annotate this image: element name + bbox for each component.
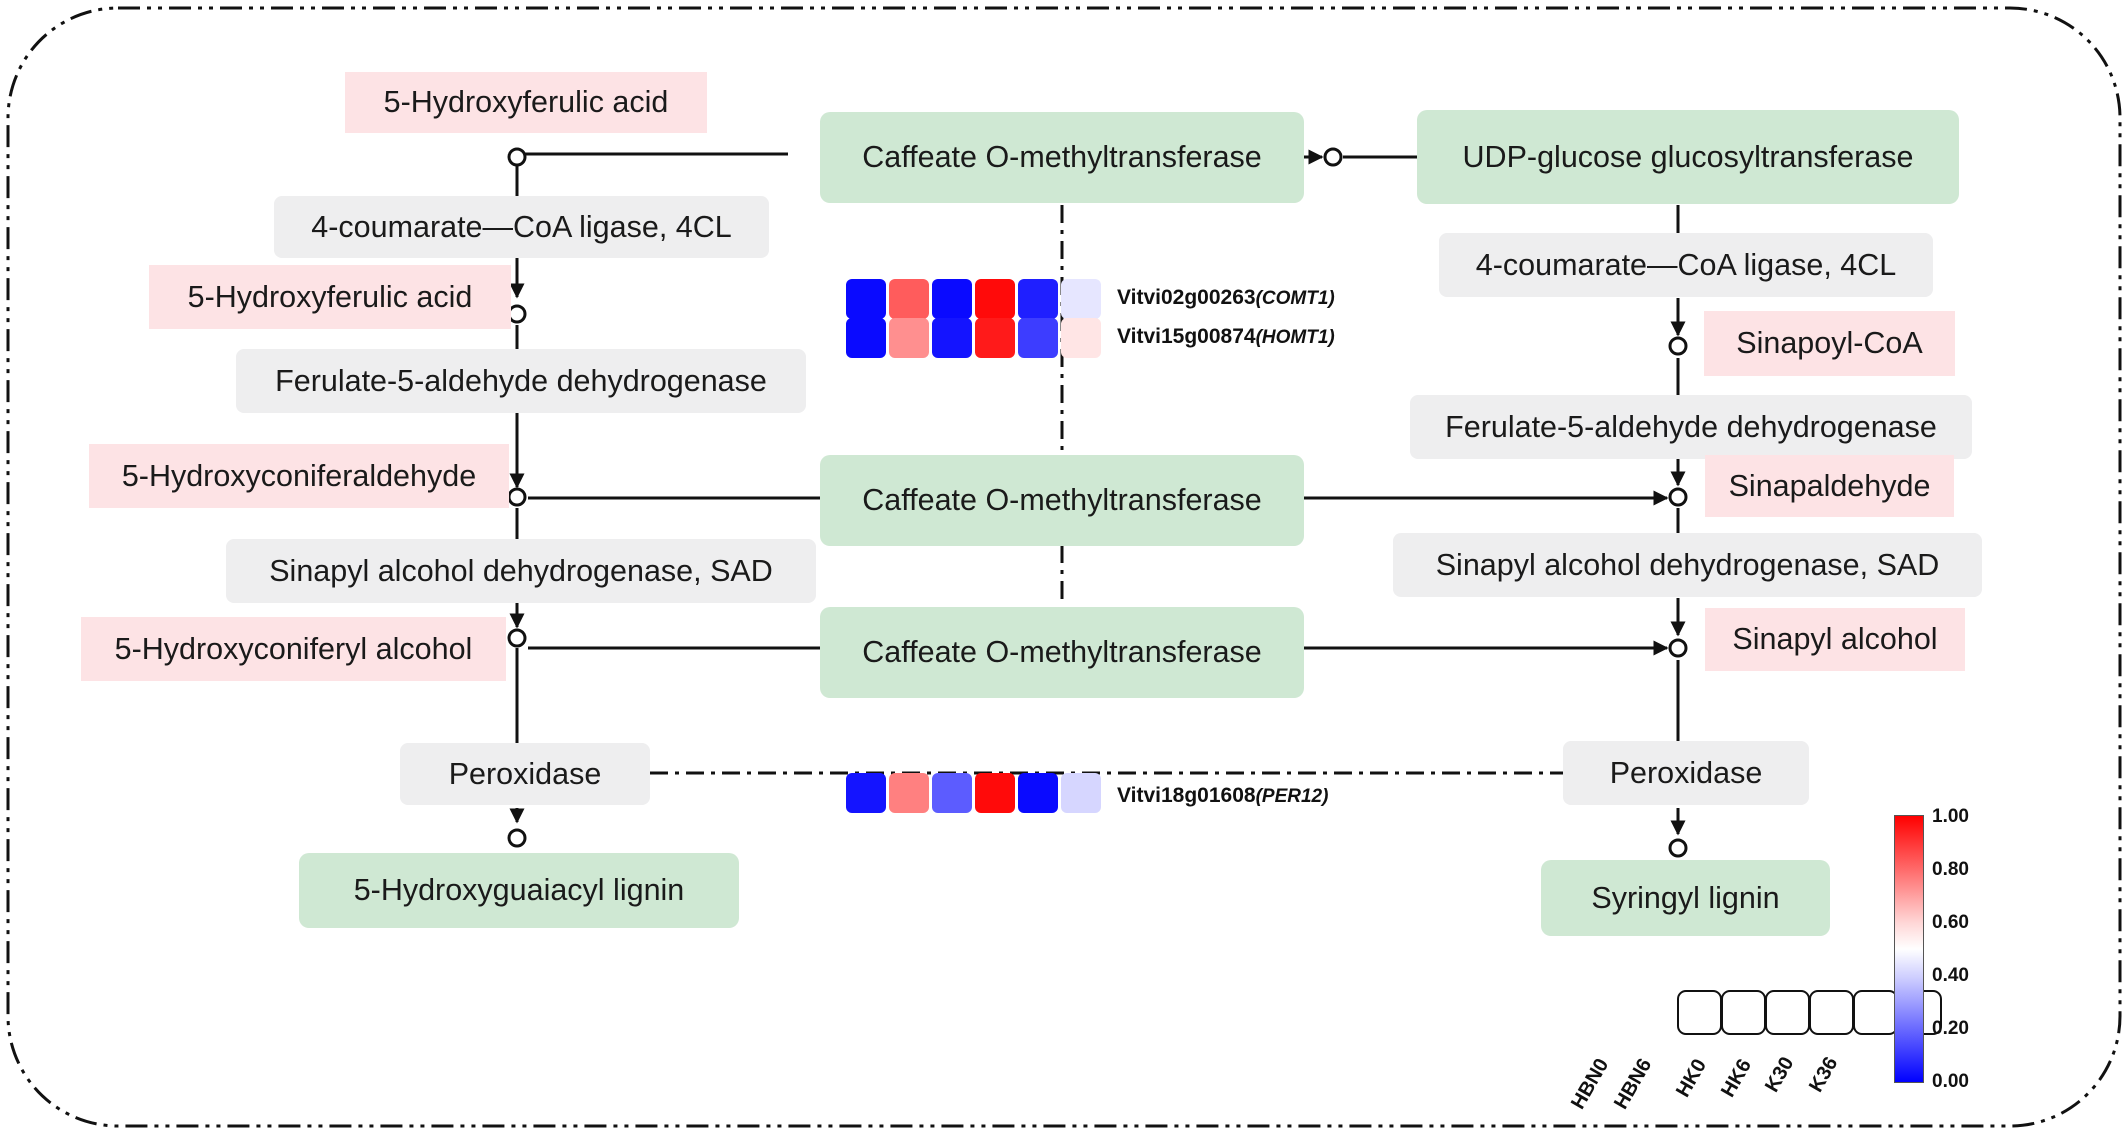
- compound-sinapyl-alcohol: Sinapyl alcohol: [1705, 608, 1965, 671]
- node-left-2: [507, 304, 527, 324]
- enzyme-comt-top: Caffeate O-methyltransferase: [820, 112, 1304, 203]
- compound-5-hydroxyferulic-acid-top: 5-Hydroxyferulic acid: [345, 72, 707, 133]
- gene-name: (COMT1): [1255, 288, 1335, 309]
- gene-label-per12: Vitvi18g01608(PER12): [1117, 784, 1328, 808]
- enzyme-4cl-right: 4-coumarate—CoA ligase, 4CL: [1439, 233, 1933, 297]
- heatmap-cell: [932, 318, 972, 358]
- enzyme-comt-bottom: Caffeate O-methyltransferase: [820, 607, 1304, 698]
- heatmap-cell: [846, 773, 886, 813]
- enzyme-ferulate-5-aldehyde-dehydrogenase-left: Ferulate-5-aldehyde dehydrogenase: [236, 349, 806, 413]
- heatmap-cell: [932, 773, 972, 813]
- sample-box-3: [1765, 990, 1810, 1035]
- heatmap-cell: [975, 773, 1015, 813]
- node-right-3: [1668, 638, 1688, 658]
- node-right-1: [1668, 336, 1688, 356]
- enzyme-4cl-left: 4-coumarate—CoA ligase, 4CL: [274, 196, 769, 258]
- heatmap-cell: [1018, 318, 1058, 358]
- scale-tick-080: 0.80: [1932, 859, 1969, 880]
- gene-id: Vitvi18g01608: [1117, 784, 1256, 807]
- gene-label-homt1: Vitvi15g00874(HOMT1): [1117, 325, 1335, 349]
- heatmap-cell: [975, 318, 1015, 358]
- enzyme-sad-right: Sinapyl alcohol dehydrogenase, SAD: [1393, 533, 1982, 597]
- heatmap-cell: [889, 773, 929, 813]
- compound-5-hydroxyconiferyl-alcohol: 5-Hydroxyconiferyl alcohol: [81, 617, 506, 681]
- scale-tick-100: 1.00: [1932, 806, 1969, 827]
- node-right-2: [1668, 487, 1688, 507]
- gene-name: (HOMT1): [1255, 327, 1335, 348]
- heatmap-cell: [889, 279, 929, 319]
- gene-label-comt1: Vitvi02g00263(COMT1): [1117, 286, 1335, 310]
- enzyme-peroxidase-left: Peroxidase: [400, 743, 650, 805]
- heatmap-cell: [889, 318, 929, 358]
- compound-sinapaldehyde: Sinapaldehyde: [1705, 455, 1954, 517]
- heatmap-cell: [846, 318, 886, 358]
- sample-box-2: [1721, 990, 1766, 1035]
- node-left-1: [507, 147, 527, 167]
- enzyme-peroxidase-right: Peroxidase: [1563, 741, 1809, 805]
- heatmap-cell: [1061, 279, 1101, 319]
- color-scale-bar: [1894, 815, 1924, 1083]
- sample-box-5: [1853, 990, 1898, 1035]
- sample-box-4: [1809, 990, 1854, 1035]
- sample-box-1: [1677, 990, 1722, 1035]
- heatmap-cell: [846, 279, 886, 319]
- scale-tick-040: 0.40: [1932, 965, 1969, 986]
- heatmap-cell: [1061, 318, 1101, 358]
- heatmap-cell: [1061, 773, 1101, 813]
- compound-sinapoyl-coa: Sinapoyl-CoA: [1704, 311, 1955, 376]
- node-left-4: [507, 628, 527, 648]
- scale-tick-060: 0.60: [1932, 912, 1969, 933]
- gene-id: Vitvi02g00263: [1117, 286, 1256, 309]
- scale-tick-020: 0.20: [1932, 1018, 1969, 1039]
- heatmap-cell: [1018, 279, 1058, 319]
- product-5-hydroxyguaiacyl-lignin: 5-Hydroxyguaiacyl lignin: [299, 853, 739, 928]
- enzyme-udp-glucose-glucosyltransferase: UDP-glucose glucosyltransferase: [1417, 110, 1959, 204]
- heatmap-cell: [975, 279, 1015, 319]
- node-top-mid: [1323, 147, 1343, 167]
- compound-5-hydroxyconiferaldehyde: 5-Hydroxyconiferaldehyde: [89, 444, 509, 508]
- scale-tick-000: 0.00: [1932, 1071, 1969, 1092]
- node-left-3: [507, 487, 527, 507]
- gene-id: Vitvi15g00874: [1117, 325, 1256, 348]
- enzyme-comt-middle: Caffeate O-methyltransferase: [820, 455, 1304, 546]
- enzyme-sad-left: Sinapyl alcohol dehydrogenase, SAD: [226, 539, 816, 603]
- gene-name: (PER12): [1255, 786, 1329, 807]
- heatmap-cell: [932, 279, 972, 319]
- heatmap-cell: [1018, 773, 1058, 813]
- node-right-4: [1668, 838, 1688, 858]
- outer-border: [6, 6, 2122, 1128]
- compound-5-hydroxyferulic-acid: 5-Hydroxyferulic acid: [149, 265, 511, 329]
- product-syringyl-lignin: Syringyl lignin: [1541, 860, 1830, 936]
- enzyme-ferulate-5-aldehyde-dehydrogenase-right: Ferulate-5-aldehyde dehydrogenase: [1410, 395, 1972, 459]
- node-left-5: [507, 828, 527, 848]
